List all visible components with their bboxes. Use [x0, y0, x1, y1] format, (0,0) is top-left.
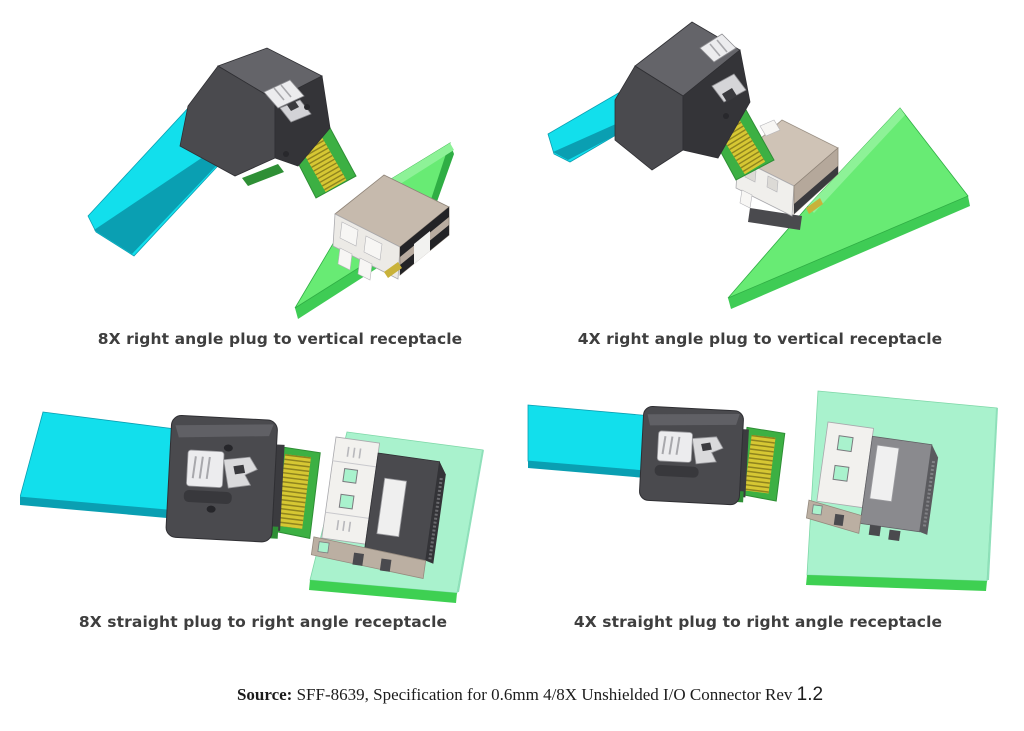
source-revision: 1.2 — [796, 684, 824, 705]
source-line: Source: SFF-8639, Specification for 0.6m… — [18, 684, 1024, 706]
source-text: SFF-8639, Specification for 0.6mm 4/8X U… — [296, 685, 793, 704]
caption-8x-right-angle: 8X right angle plug to vertical receptac… — [97, 330, 463, 348]
straight-plug — [165, 415, 321, 543]
connector-illustration-4x-straight — [527, 390, 998, 591]
figure-4x-right-angle-plug — [520, 8, 990, 320]
caption-4x-right-angle: 4X right angle plug to vertical receptac… — [577, 330, 943, 348]
vertical-receptacle — [735, 119, 839, 230]
caption-4x-straight: 4X straight plug to right angle receptac… — [573, 613, 943, 631]
connector-illustration-4x-right-angle — [547, 21, 970, 309]
right-angle-receptacle — [805, 421, 939, 542]
figure-4x-straight-plug — [510, 378, 1000, 605]
source-label: Source: — [236, 685, 293, 704]
straight-plug — [639, 405, 786, 506]
connector-illustration-8x-right-angle — [87, 47, 454, 319]
connector-illustration-8x-straight — [20, 411, 484, 603]
vertical-receptacle — [332, 174, 450, 281]
right-angle-plug — [179, 47, 357, 199]
right-angle-plug — [614, 21, 775, 181]
figure-8x-right-angle-plug — [30, 8, 480, 320]
figure-8x-straight-plug — [20, 385, 500, 607]
right-angle-receptacle — [310, 436, 446, 579]
caption-8x-straight: 8X straight plug to right angle receptac… — [78, 613, 448, 631]
